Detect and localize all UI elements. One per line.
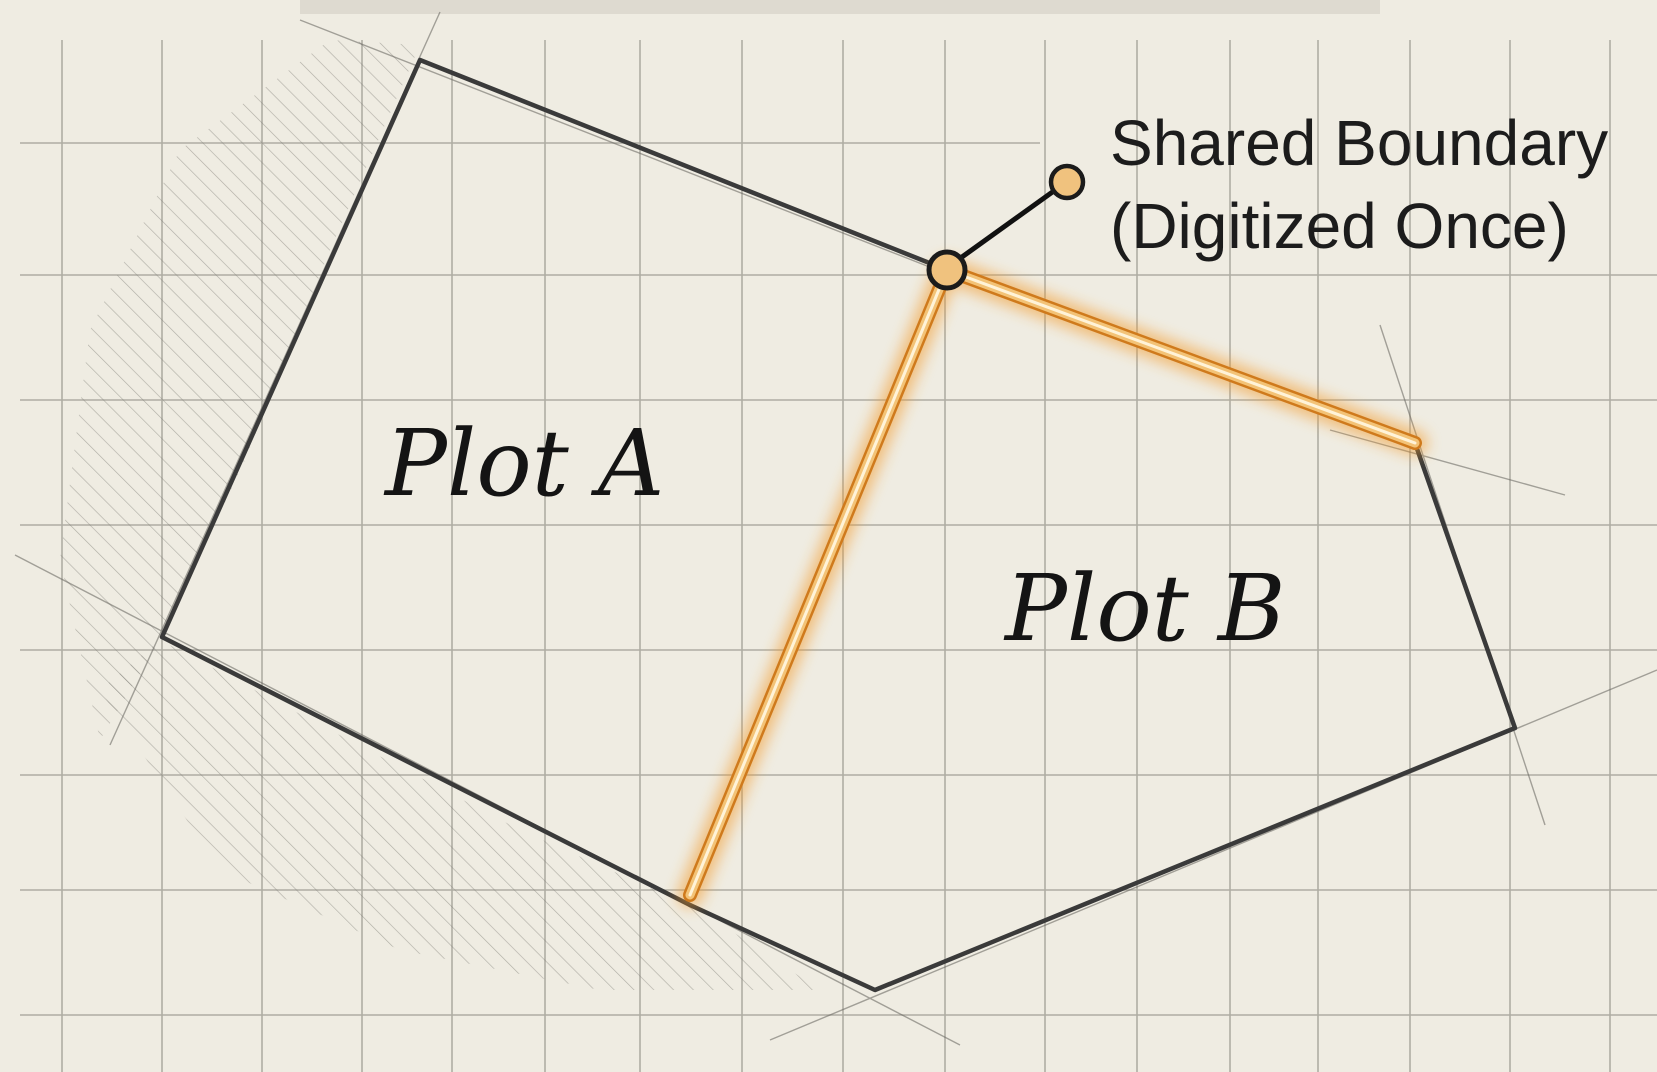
annotation-leader xyxy=(953,185,1060,265)
plot-a-label: Plot A xyxy=(383,410,664,517)
plot-b-outline xyxy=(687,440,1518,993)
hatched-exterior xyxy=(60,40,820,990)
plot-outlines xyxy=(159,57,1518,993)
annotation-line-2: (Digitized Once) xyxy=(1110,190,1569,262)
plot-a-outline xyxy=(159,57,950,908)
plot-b-label: Plot B xyxy=(1003,555,1286,662)
annotation-line-1: Shared Boundary xyxy=(1110,107,1608,179)
annotation-marker-icon xyxy=(1048,163,1086,201)
top-shadow-band xyxy=(300,0,1380,14)
shared-boundary-node-icon xyxy=(926,249,968,291)
